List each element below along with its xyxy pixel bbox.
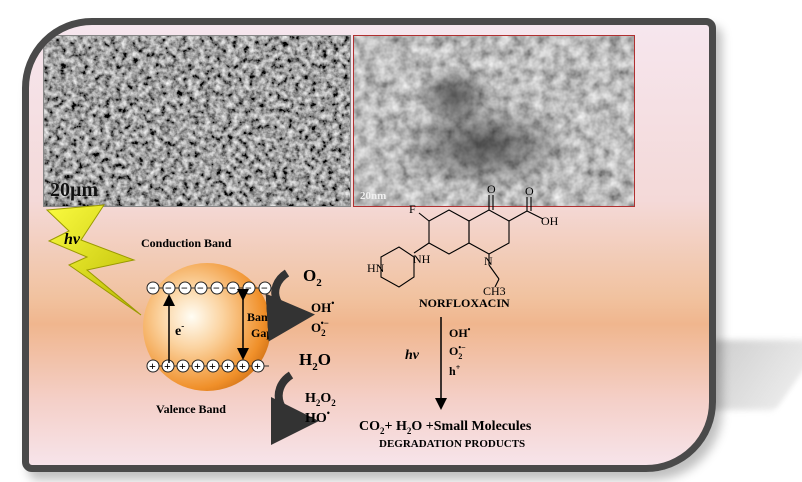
svg-text:+: + bbox=[164, 359, 171, 373]
svg-text:OH: OH bbox=[541, 214, 559, 228]
h2o2-species: H2O2 bbox=[305, 391, 336, 408]
svg-text:−: − bbox=[165, 281, 172, 295]
svg-text:F: F bbox=[409, 202, 416, 216]
figure-frame: 20µm 20nm bbox=[22, 18, 716, 472]
svg-text:−: − bbox=[261, 281, 268, 295]
svg-text:−: − bbox=[197, 281, 204, 295]
degrad-oh: OH• bbox=[449, 325, 471, 340]
svg-text:−: − bbox=[149, 281, 156, 295]
svg-text:+: + bbox=[194, 359, 201, 373]
svg-text:−: − bbox=[181, 281, 188, 295]
svg-text:−: − bbox=[229, 281, 236, 295]
water-species: H2O bbox=[299, 350, 331, 373]
ho-radical: HO• bbox=[305, 408, 330, 426]
o2-species: O2 bbox=[303, 266, 322, 289]
svg-text:N: N bbox=[484, 254, 493, 268]
valence-band-label: Valence Band bbox=[156, 402, 226, 416]
svg-text:HN: HN bbox=[367, 261, 385, 275]
superoxide-radical: O2•− bbox=[311, 318, 329, 338]
light-label: hv bbox=[64, 231, 81, 248]
degradation-light-label: hv bbox=[405, 348, 420, 363]
svg-text:+: + bbox=[209, 359, 216, 373]
degrad-hole: h+ bbox=[449, 363, 461, 378]
svg-text:−: − bbox=[245, 281, 252, 295]
norfloxacin-structure bbox=[381, 195, 543, 287]
conduction-band-label: Conduction Band bbox=[141, 236, 232, 250]
svg-text:O: O bbox=[525, 184, 534, 198]
svg-text:+: + bbox=[149, 359, 156, 373]
svg-text:+: + bbox=[239, 359, 246, 373]
band-gap-label-1: Band bbox=[247, 310, 275, 324]
mechanism-diagram: hv Conduction Band Valence Band −−−− −−−… bbox=[29, 25, 709, 465]
svg-text:−: − bbox=[213, 281, 220, 295]
degrad-superoxide: O2•− bbox=[449, 343, 466, 361]
svg-text:NH: NH bbox=[413, 252, 431, 266]
svg-text:+: + bbox=[224, 359, 231, 373]
degradation-products-label: DEGRADATION PRODUCTS bbox=[379, 438, 525, 450]
lightning-bolt-icon bbox=[47, 205, 141, 315]
products-line: CO2+ H2O +Small Molecules bbox=[359, 419, 532, 436]
band-gap-label-2: Gap bbox=[251, 326, 273, 340]
oh-radical: OH• bbox=[311, 298, 334, 315]
svg-text:O: O bbox=[487, 182, 496, 196]
norfloxacin-label: NORFLOXACIN bbox=[419, 296, 510, 310]
svg-text:+: + bbox=[179, 359, 186, 373]
svg-text:+: + bbox=[254, 359, 261, 373]
norfloxacin-atoms: F O OH O N HN NH CH3 bbox=[367, 182, 559, 298]
